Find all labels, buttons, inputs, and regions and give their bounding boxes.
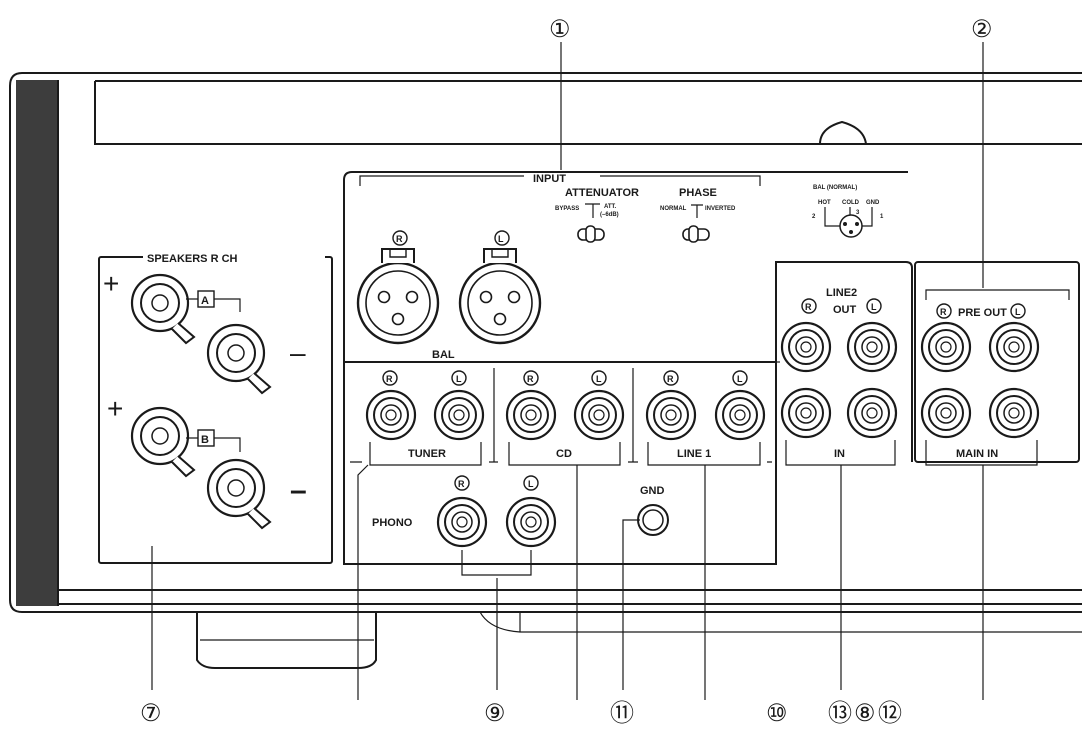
line1-r-label: R (667, 374, 674, 384)
preout-r-jack[interactable] (920, 321, 972, 373)
line2-out-label: OUT (833, 304, 857, 316)
phono-l-label: L (528, 479, 534, 489)
speaker-a-minus-terminal[interactable] (206, 323, 272, 395)
callout-13: ⑬ (828, 700, 852, 727)
attenuator-db: (–6dB) (600, 212, 619, 218)
callout-12: ⑫ (878, 700, 902, 727)
mainin-r-jack[interactable] (920, 387, 972, 439)
speaker-b-minus-terminal[interactable] (206, 458, 272, 530)
bal-normal-diagram: BAL (NORMAL) HOT COLD GND 2 3 1 (812, 185, 884, 238)
line1-l-label: L (737, 374, 743, 384)
callout-2: ② (971, 16, 993, 43)
line2-out-l-jack[interactable] (846, 321, 898, 373)
chassis (9, 72, 1082, 613)
preout-label: PRE OUT (958, 307, 1007, 319)
speakers-title: SPEAKERS R CH (147, 253, 238, 265)
callout-8: ⑧ (854, 700, 876, 727)
cd-l-jack[interactable] (573, 389, 625, 441)
line2-in-l-jack[interactable] (846, 387, 898, 439)
cd-label: CD (556, 448, 572, 460)
bal-pin3: 3 (856, 210, 860, 216)
phase-inverted: INVERTED (705, 206, 736, 212)
chassis-side-bar (16, 80, 58, 606)
speaker-a-minus: – (290, 337, 306, 368)
phono-r-jack[interactable] (436, 496, 488, 548)
xlr-r-label: R (396, 234, 403, 244)
line2-title: LINE2 (826, 287, 857, 299)
attenuator-bypass: BYPASS (555, 206, 579, 212)
speaker-b-label: B (201, 434, 209, 446)
gnd-label: GND (640, 485, 665, 497)
phase-normal: NORMAL (660, 206, 687, 212)
xlr-r-input[interactable] (356, 247, 440, 345)
preout-r-label: R (940, 307, 947, 317)
preout-l-jack[interactable] (988, 321, 1040, 373)
phono-label: PHONO (372, 517, 413, 529)
bal-pin2: 2 (812, 214, 816, 220)
input-panel: INPUT ATTENUATOR BYPASS ATT. (–6dB) PHAS… (343, 171, 913, 576)
bal-gnd: GND (866, 200, 880, 206)
callout-10: ⑩ (766, 700, 788, 727)
line2-panel: LINE2 OUT R L IN (780, 287, 898, 466)
speakers-panel: SPEAKERS R CH + A – + B – (98, 249, 333, 564)
speaker-a-plus: + (103, 268, 119, 299)
speaker-b-plus-terminal[interactable] (130, 406, 196, 478)
preout-l-label: L (1015, 307, 1021, 317)
speaker-a-plus-terminal[interactable] (130, 273, 196, 345)
mainin-l-jack[interactable] (988, 387, 1040, 439)
phase-label: PHASE (679, 187, 717, 199)
callout-1: ① (549, 16, 571, 43)
line2-in-label: IN (834, 448, 845, 460)
line2-r-label: R (805, 302, 812, 312)
line1-label: LINE 1 (677, 448, 711, 460)
line1-r-jack[interactable] (645, 389, 697, 441)
attenuator-att: ATT. (604, 204, 617, 210)
speaker-a-label: A (201, 295, 209, 307)
xlr-l-input[interactable] (458, 247, 542, 345)
tuner-l-jack[interactable] (433, 389, 485, 441)
tuner-label: TUNER (408, 448, 446, 460)
line1-l-jack[interactable] (714, 389, 766, 441)
tuner-l-label: L (456, 374, 462, 384)
line2-in-r-jack[interactable] (780, 387, 832, 439)
phono-l-jack[interactable] (505, 496, 557, 548)
attenuator-label: ATTENUATOR (565, 187, 639, 199)
bal-normal-title: BAL (NORMAL) (813, 185, 857, 191)
bal-hot: HOT (818, 200, 831, 206)
callout-11: ⑪ (610, 700, 634, 727)
cd-r-jack[interactable] (505, 389, 557, 441)
mainin-label: MAIN IN (956, 448, 998, 460)
input-title: INPUT (533, 173, 566, 185)
speaker-b-plus: + (107, 393, 123, 424)
callout-7: ⑦ (140, 700, 162, 727)
bal-label: BAL (432, 349, 455, 361)
speaker-b-minus: – (290, 474, 307, 507)
leader-lines (151, 42, 984, 700)
cd-l-label: L (596, 374, 602, 384)
phono-r-label: R (458, 479, 465, 489)
callout-9: ⑨ (484, 700, 506, 727)
tuner-r-label: R (386, 374, 393, 384)
bal-pin1: 1 (880, 214, 884, 220)
callouts: ① ② ⑦ ⑨ ⑪ ⑩ ⑬ ⑧ ⑫ (140, 16, 993, 727)
line2-l-label: L (871, 302, 877, 312)
foot (196, 611, 1082, 669)
preout-mainin-panel: R PRE OUT L MAIN IN (914, 261, 1080, 466)
xlr-l-label: L (498, 234, 504, 244)
cd-r-label: R (527, 374, 534, 384)
line2-out-r-jack[interactable] (780, 321, 832, 373)
bal-cold: COLD (842, 200, 860, 206)
tuner-r-jack[interactable] (365, 389, 417, 441)
